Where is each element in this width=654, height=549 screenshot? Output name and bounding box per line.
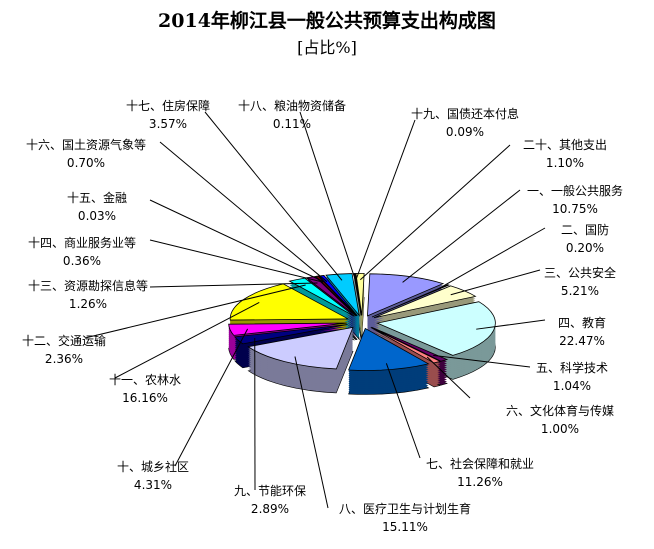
category-label: 五、科学技术: [535, 361, 609, 375]
category-label: 八、医疗卫生与计划生育: [338, 502, 472, 516]
value-label: 11.26%: [457, 475, 503, 489]
data-label: 十三、资源勘探信息等 1.26%: [28, 277, 148, 313]
leader-line: [476, 319, 546, 330]
leader-line: [149, 239, 324, 283]
value-label: 4.31%: [133, 478, 173, 492]
data-label: 十一、农林水 16.16%: [109, 371, 181, 407]
data-label: 二十、其他支出 1.10%: [523, 136, 607, 172]
data-label: 十八、粮油物资储备 0.11%: [238, 97, 346, 133]
pie-slice: [354, 273, 362, 316]
data-label: 四、教育 22.47%: [558, 314, 606, 350]
leader-line: [294, 356, 329, 509]
category-label: 十九、国债还本付息: [410, 107, 520, 121]
pie-slice-side: [353, 279, 362, 322]
value-label: 5.21%: [560, 284, 600, 298]
value-label: 0.70%: [66, 156, 106, 170]
leader-line: [402, 189, 521, 283]
data-label: 三、公共安全 5.21%: [544, 264, 616, 300]
value-label: 16.16%: [122, 391, 168, 405]
data-label: 九、节能环保 2.89%: [234, 482, 306, 518]
value-label: 22.47%: [559, 334, 605, 348]
leader-line: [359, 144, 511, 281]
value-label: 1.10%: [545, 156, 585, 170]
value-label: 1.00%: [540, 422, 580, 436]
category-label: 二、国防: [560, 223, 610, 237]
data-label: 五、科学技术 1.04%: [536, 359, 608, 395]
leader-line: [84, 284, 306, 339]
leader-line: [385, 363, 421, 459]
value-label: 0.09%: [445, 125, 485, 139]
leader-line: [426, 356, 471, 399]
pie-slice: [228, 322, 347, 336]
category-label: 十六、国土资源气象等: [25, 138, 147, 152]
category-label: 六、文化体育与传媒: [505, 404, 615, 418]
pie-slice: [371, 326, 449, 362]
data-label: 十七、住房保障 3.57%: [126, 97, 210, 133]
leader-line: [159, 141, 328, 283]
category-label: 十一、农林水: [108, 373, 182, 387]
pie-slice: [233, 324, 348, 345]
leader-line: [299, 111, 356, 280]
category-label: 二十、其他支出: [522, 138, 608, 152]
category-label: 三、公共安全: [543, 266, 617, 280]
leader-line: [149, 282, 318, 288]
pie-slice-side: [234, 326, 348, 346]
category-label: 七、社会保障和就业: [425, 457, 535, 471]
leader-line: [450, 269, 541, 296]
data-label: 七、社会保障和就业 11.26%: [426, 455, 534, 491]
category-label: 九、节能环保: [233, 484, 307, 498]
category-label: 十二、交通运输: [21, 334, 107, 348]
category-label: 十、城乡社区: [116, 460, 190, 474]
pie-slice: [325, 273, 360, 317]
pie-slice: [348, 327, 430, 371]
pie-slice: [376, 301, 496, 356]
value-label: 0.36%: [62, 254, 102, 268]
data-label: 十四、商业服务业等 0.36%: [28, 234, 136, 270]
pie-slice: [355, 273, 365, 316]
category-label: 四、教育: [557, 316, 607, 330]
value-label: 15.11%: [382, 520, 428, 534]
data-label: 十二、交通运输 2.36%: [22, 332, 106, 368]
pie-slice: [371, 284, 451, 318]
leader-line: [149, 199, 325, 283]
pie-slice: [367, 273, 445, 317]
category-label: 一、一般公共服务: [526, 184, 624, 198]
pie-slice: [318, 274, 358, 316]
leader-line: [433, 354, 531, 368]
category-label: 十八、粮油物资储备: [237, 99, 347, 113]
value-label: 2.89%: [250, 502, 290, 516]
pie-slice-side: [353, 281, 362, 324]
data-label: 十六、国土资源气象等 0.70%: [26, 136, 146, 172]
pie-slice: [247, 326, 354, 370]
category-label: 十三、资源勘探信息等: [27, 279, 149, 293]
leader-line: [114, 301, 260, 379]
value-label: 3.57%: [148, 117, 188, 131]
data-label: 十五、金融 0.03%: [67, 189, 127, 225]
pie-slice-side: [353, 277, 362, 320]
category-label: 十五、金融: [66, 191, 128, 205]
data-label: 十、城乡社区 4.31%: [117, 458, 189, 494]
leader-line: [204, 111, 343, 281]
value-label: 2.36%: [44, 352, 84, 366]
value-label: 0.20%: [565, 241, 605, 255]
value-label: 1.26%: [68, 297, 108, 311]
data-label: 十九、国债还本付息 0.09%: [411, 105, 519, 141]
leader-line: [436, 227, 546, 291]
category-label: 十七、住房保障: [125, 99, 211, 113]
leader-line: [174, 328, 249, 467]
data-label: 八、医疗卫生与计划生育 15.11%: [339, 500, 471, 536]
category-label: 十四、商业服务业等: [27, 236, 137, 250]
data-label: 六、文化体育与传媒 1.00%: [506, 402, 614, 438]
value-label: 10.75%: [552, 202, 598, 216]
data-label: 二、国防 0.20%: [561, 221, 609, 257]
chart-subtitle: [占比%]: [297, 38, 357, 57]
data-label: 一、一般公共服务 10.75%: [527, 182, 623, 218]
leader-line: [355, 119, 416, 280]
value-label: 0.11%: [272, 117, 312, 131]
chart-title: 2014年柳江县一般公共预算支出构成图: [158, 10, 496, 32]
value-label: 0.03%: [77, 209, 117, 223]
value-label: 1.04%: [552, 379, 592, 393]
